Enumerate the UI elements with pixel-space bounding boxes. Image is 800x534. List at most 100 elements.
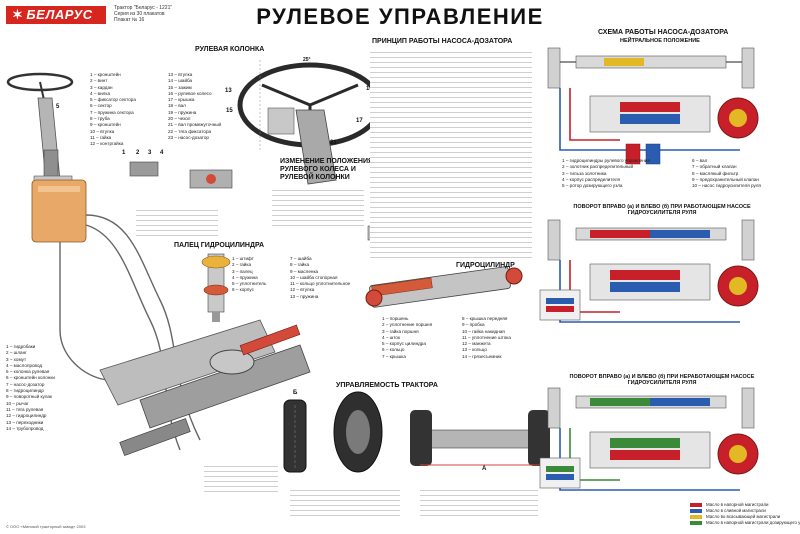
legend-item: 9 – кронштейн bbox=[90, 122, 121, 128]
meta-line: Плакат № 16 bbox=[114, 17, 145, 23]
legend-item: 4 – корпус распределителя bbox=[562, 176, 620, 182]
neutral-legend-left: 1 – гидроцилиндры рулевого управления 2 … bbox=[562, 158, 650, 189]
callout-number: 16 bbox=[366, 86, 373, 92]
legend-item: 10 – шайба стопорная bbox=[290, 274, 338, 280]
brand-logo: ✶БЕЛАРУС bbox=[6, 6, 106, 24]
legend-item: 7 – обратный клапан bbox=[692, 164, 737, 170]
callout-number: 15 bbox=[226, 108, 233, 114]
pump-principle-title: ПРИНЦИП РАБОТЫ НАСОСА-ДОЗАТОРА bbox=[372, 38, 513, 45]
pump-principle-text bbox=[370, 48, 532, 258]
column-adjust-text bbox=[272, 186, 364, 230]
legend-item: 8 – гидроцилиндр bbox=[6, 388, 44, 394]
key-item-drain: Масло в сливной магистрали bbox=[690, 508, 800, 514]
legend-item: 7 – крышка bbox=[382, 353, 406, 359]
legend-item: 1 – поршень bbox=[382, 316, 409, 321]
legend-item: 5 – колонка рулевая bbox=[6, 369, 50, 375]
legend-item: 12 – манжета bbox=[462, 341, 491, 347]
legend-item: 13 – втулка bbox=[168, 72, 193, 77]
neutral-title: НЕЙТРАЛЬНОЕ ПОЛОЖЕНИЕ bbox=[620, 38, 700, 44]
legend-item: 14 – грязесъемник bbox=[462, 353, 502, 359]
legend-item: 5 – корпус цилиндра bbox=[382, 341, 426, 347]
legend-item: 19 – пружина bbox=[168, 109, 197, 115]
legend-item: 13 – кольцо bbox=[462, 347, 487, 353]
legend-item: 9 – поворотный кулак bbox=[6, 394, 52, 400]
legend-item: 10 – втулка bbox=[90, 128, 115, 134]
legend-item: 14 – шайба bbox=[168, 78, 193, 84]
callout-number: 21 bbox=[330, 140, 337, 146]
key-label: Масло в сливной магистрали bbox=[706, 508, 766, 513]
legend-item: 17 – крышка bbox=[168, 97, 195, 103]
hydraulic-cylinder-title: ГИДРОЦИЛИНДР bbox=[456, 262, 515, 269]
key-label: Масло в напорной магистрали bbox=[706, 502, 769, 507]
legend-item: 12 – контргайка bbox=[90, 141, 124, 147]
legend-item: 9 – пробка bbox=[462, 322, 485, 328]
callout-number: 1 bbox=[122, 150, 126, 156]
legend-item: 10 – насос гидроусилителя руля bbox=[692, 183, 761, 189]
legend-item: 12 – гидроцилиндр bbox=[6, 413, 47, 419]
legend-item: 10 – гайка накидная bbox=[462, 328, 505, 334]
legend-item: 3 – гильза золотника bbox=[562, 170, 607, 176]
legend-item: 20 – чехол bbox=[168, 116, 191, 122]
legend-item: 9 – масленка bbox=[290, 268, 319, 274]
legend-item: 11 – уплотнение штока bbox=[462, 334, 511, 340]
legend-item: 16 – рулевое колесо bbox=[168, 90, 212, 96]
legend-item: 7 – шайба bbox=[290, 256, 312, 261]
legend-item: 5 – ротор дозирующего узла bbox=[562, 183, 623, 189]
legend-item: 3 – палец bbox=[232, 268, 253, 274]
legend-item: 3 – хомут bbox=[6, 356, 27, 362]
legend-item: 11 – тяга рулевая bbox=[6, 406, 44, 412]
legend-item: 22 – тяга фиксатора bbox=[168, 128, 212, 134]
scheme-turn-pump-on-diagram bbox=[539, 219, 759, 323]
key-item-pressure: Масло в напорной магистрали bbox=[690, 502, 800, 508]
scheme-neutral-diagram bbox=[547, 47, 759, 165]
angle-label: 25° bbox=[303, 57, 311, 63]
handling-label: A bbox=[482, 466, 487, 472]
legend-item: 2 – шланг bbox=[6, 350, 27, 356]
legend-item: 21 – вал промежуточный bbox=[168, 122, 222, 128]
column-note-text bbox=[136, 206, 218, 236]
hydraulic-tank bbox=[31, 179, 87, 243]
legend-item: 6 – корпус bbox=[232, 287, 254, 293]
callout-number: 3 bbox=[148, 150, 152, 156]
handling-text-center bbox=[290, 486, 400, 520]
legend-item: 15 – зажим bbox=[168, 84, 192, 90]
cylinder-legend-left: 1 – поршень 2 – уплотнение поршня 3 – га… bbox=[382, 316, 432, 360]
cylinder-pin-title: ПАЛЕЦ ГИДРОЦИЛИНДРА bbox=[174, 242, 265, 249]
turn-pump-off-title: ПОВОРОТ ВПРАВО (a) И ВЛЕВО (б) ПРИ НЕРАБ… bbox=[569, 374, 755, 386]
oil-color-key: Масло в напорной магистрали Масло в слив… bbox=[690, 502, 800, 526]
scheme-turn-pump-off-diagram bbox=[539, 387, 759, 491]
steering-wheel-left bbox=[6, 72, 74, 101]
legend-item: 8 – труба bbox=[90, 116, 110, 122]
handling-label: Б bbox=[293, 390, 298, 396]
pump-scheme-title: СХЕМА РАБОТЫ НАСОСА-ДОЗАТОРА bbox=[598, 29, 729, 36]
legend-item: 18 – вал bbox=[168, 103, 186, 109]
neutral-legend-right: 6 – вал 7 – обратный клапан 8 – масляный… bbox=[692, 158, 761, 189]
legend-item: 4 – маслопровод bbox=[6, 362, 43, 368]
steering-column-legend-left: 1 – кронштейн 2 – винт 3 – кардан 4 – ви… bbox=[90, 72, 136, 148]
turn-pump-on-title: ПОВОРОТ ВПРАВО (a) И ВЛЕВО (б) ПРИ РАБОТ… bbox=[573, 204, 751, 216]
system-legend: 1 – гидробаки 2 – шланг 3 – хомут 4 – ма… bbox=[6, 344, 55, 432]
legend-item: 3 – кардан bbox=[90, 84, 113, 90]
logo-star-icon: ✶ bbox=[12, 7, 24, 22]
key-item-metering: Масло в напорной магистрали дозирующего … bbox=[690, 520, 800, 526]
legend-item: 5 – уплотнитель bbox=[232, 281, 267, 287]
key-label: Масло во всасывающей магистрали bbox=[706, 514, 781, 519]
legend-item: 9 – предохранительный клапан bbox=[692, 176, 759, 182]
cylinder-pin-legend-left: 1 – штифт 2 – гайка 3 – палец 4 – пружин… bbox=[232, 256, 266, 294]
legend-item: 6 – кронштейн колонки bbox=[6, 375, 55, 381]
legend-item: 7 – насос-дозатор bbox=[6, 381, 45, 387]
callout-number: 17 bbox=[356, 118, 363, 124]
swatch-red bbox=[690, 502, 702, 507]
copyright-footer: © ООО «Минский тракторный завод» 2003 bbox=[6, 524, 86, 529]
legend-item: 6 – кольцо bbox=[382, 347, 405, 353]
callout-number: 2 bbox=[136, 150, 140, 156]
logo-text: БЕЛАРУС bbox=[26, 7, 93, 22]
legend-item: 8 – гайка bbox=[290, 262, 310, 268]
swatch-green bbox=[690, 520, 702, 525]
legend-item: 2 – винт bbox=[90, 78, 108, 84]
swatch-blue bbox=[690, 508, 702, 513]
legend-item: 11 – кольцо уплотнительное bbox=[290, 281, 351, 287]
legend-item: 10 – рычаг bbox=[6, 400, 29, 406]
hydraulic-cylinder-illustration bbox=[365, 266, 523, 308]
legend-item: 6 – сектор bbox=[90, 103, 112, 109]
